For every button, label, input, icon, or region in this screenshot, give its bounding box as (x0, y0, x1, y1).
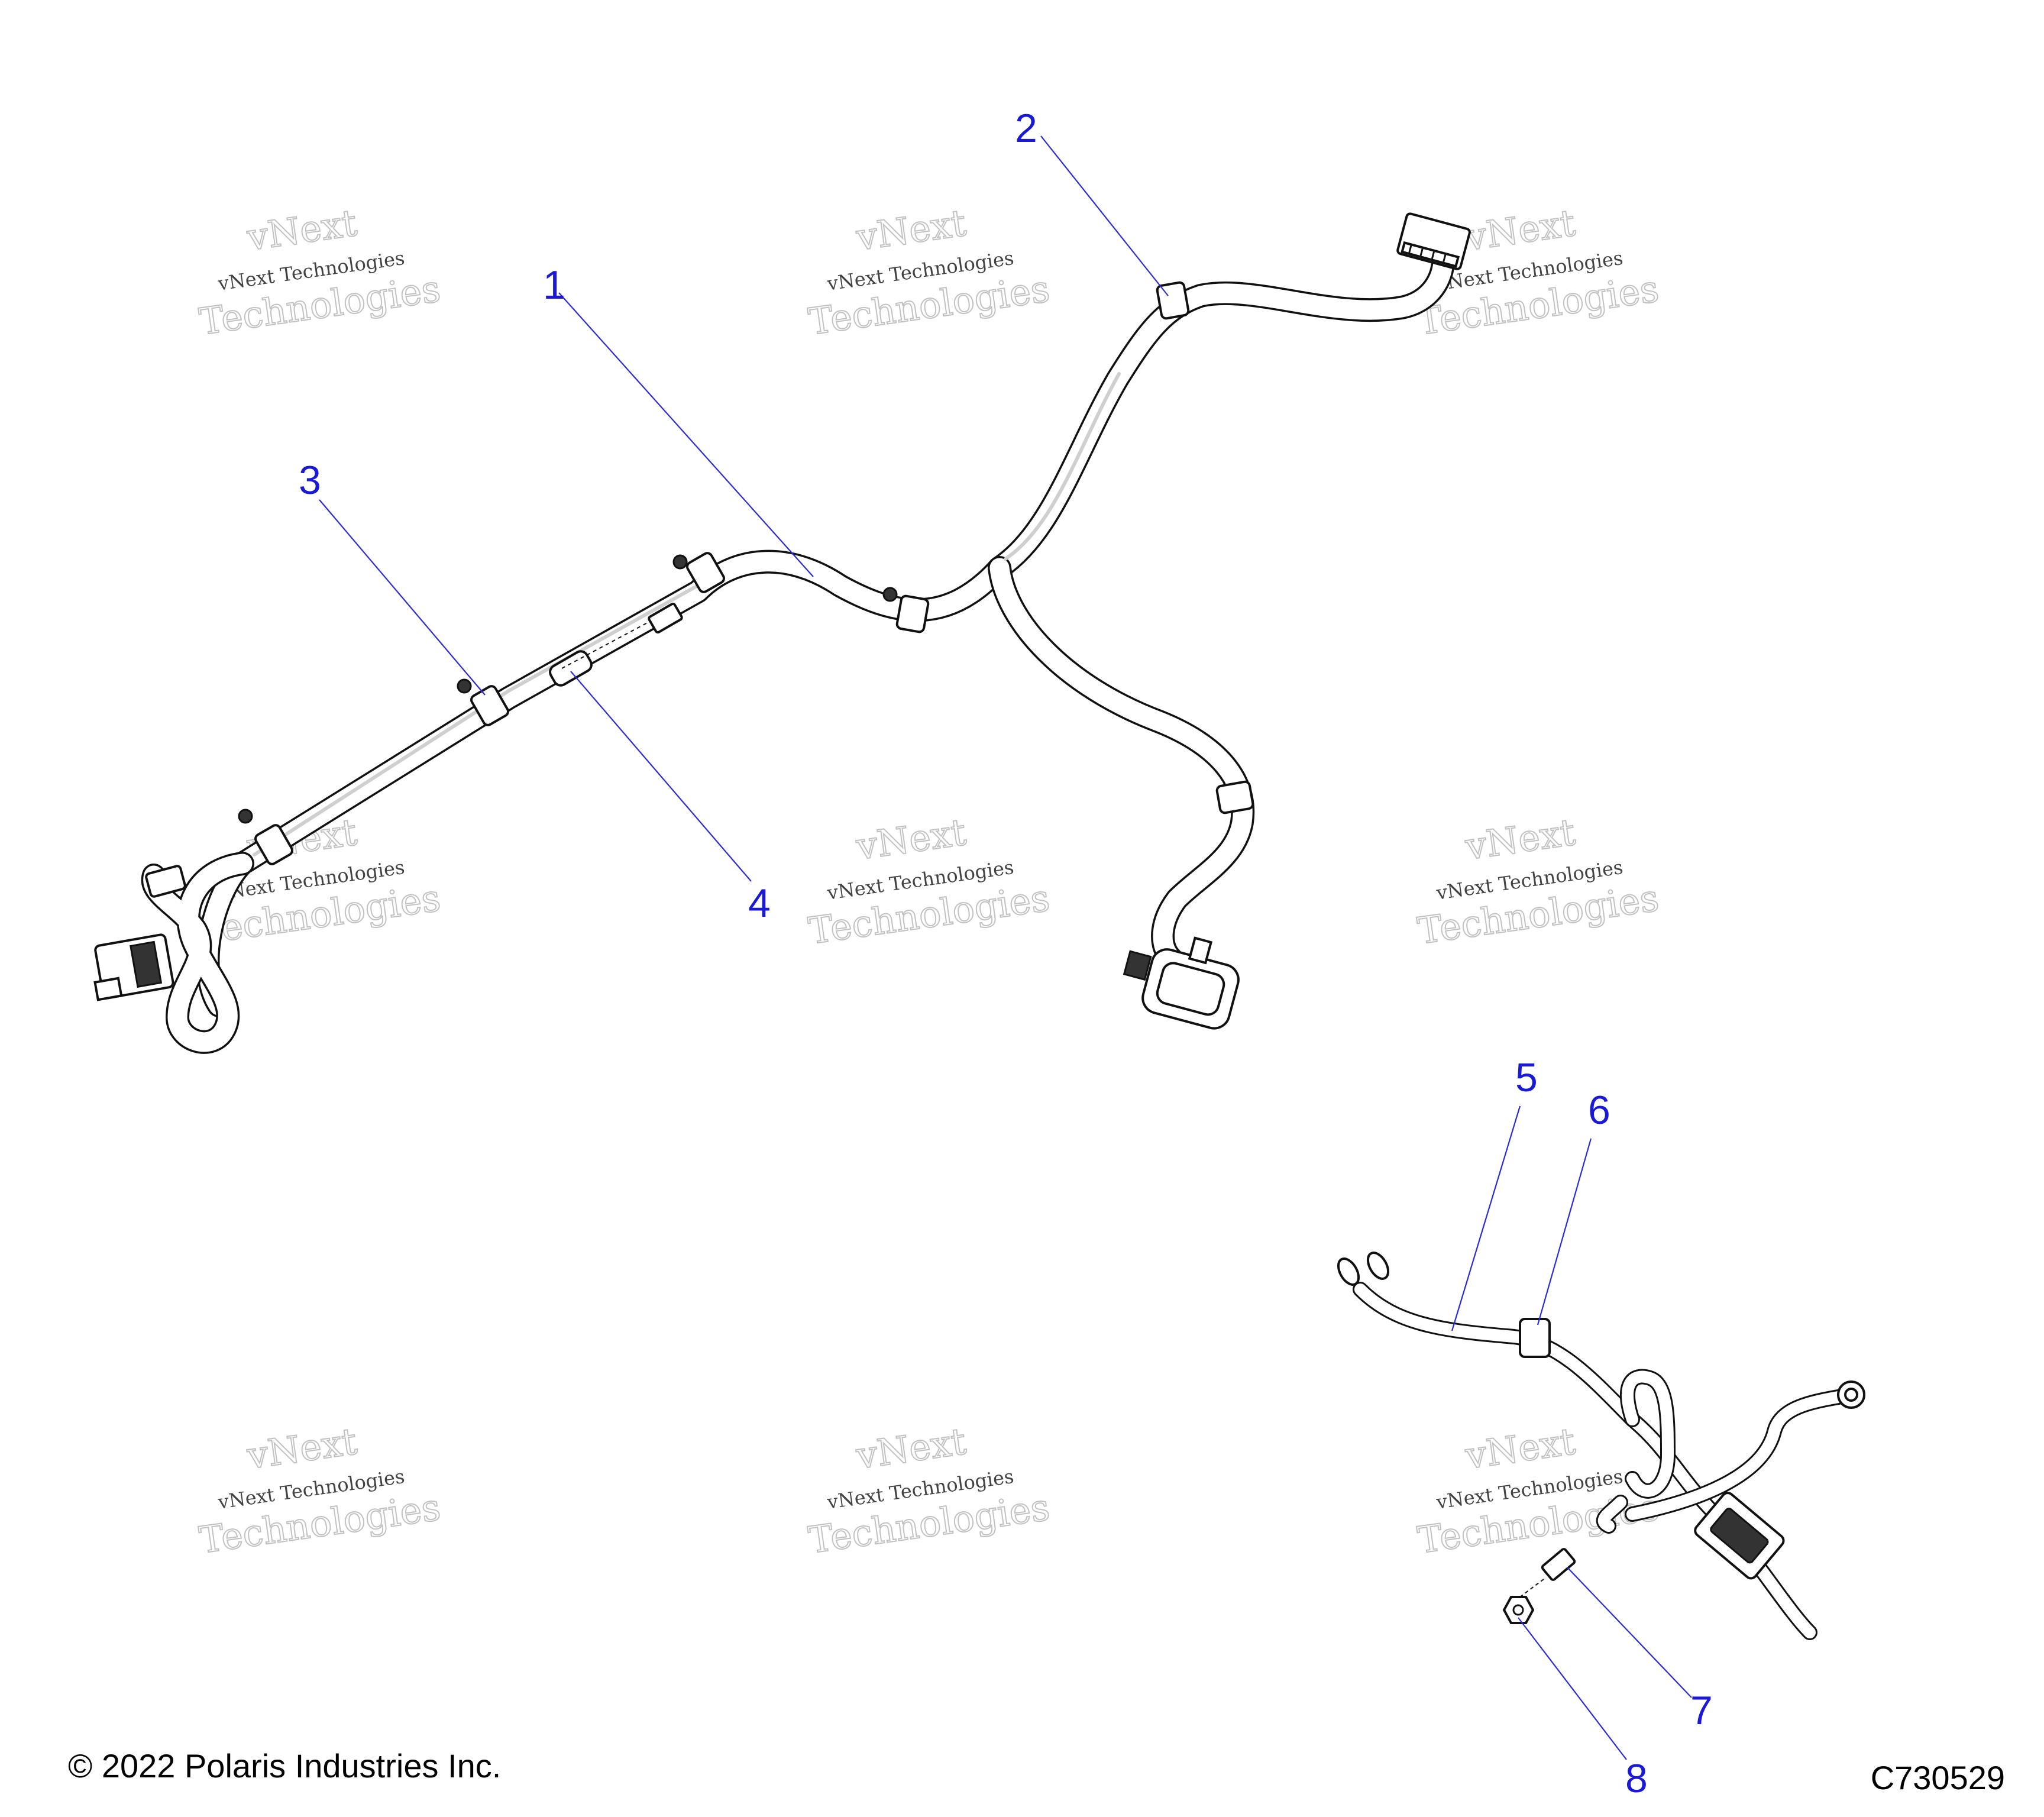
leader-line-8 (1518, 1617, 1627, 1760)
copyright-text: © 2022 Polaris Industries Inc. (68, 1747, 501, 1784)
svg-text:vNext: vNext (244, 1420, 360, 1477)
sub-harness (1337, 1252, 1865, 1640)
harness-clip (686, 552, 725, 593)
push-pin (457, 678, 472, 694)
ring-terminal (1337, 1252, 1390, 1286)
watermark: vNext vNext Technologies Technologies (806, 201, 1053, 344)
watermark: vNext vNext Technologies Technologies (806, 810, 1053, 953)
tape-wrap (561, 620, 651, 669)
assembly-axis (1519, 1579, 1544, 1598)
callout-7: 7 (1690, 1688, 1713, 1733)
harness-clip (1215, 780, 1254, 814)
callout-6: 6 (1588, 1088, 1610, 1133)
callout-3: 3 (299, 458, 321, 503)
svg-text:vNext: vNext (1463, 810, 1578, 868)
ring-terminal-hole (1844, 1388, 1858, 1402)
inline-connector (648, 602, 683, 634)
leader-line-1 (558, 292, 814, 577)
connector-bottom-right (1123, 936, 1240, 1030)
harness-clip (145, 865, 186, 898)
svg-text:vNext: vNext (1463, 201, 1578, 259)
fastener-bolt (1541, 1548, 1576, 1581)
drawing-id: C730529 (1871, 1759, 2005, 1796)
main-harness (93, 212, 1471, 1054)
connector-left (93, 933, 174, 1001)
callout-8: 8 (1625, 1756, 1648, 1801)
push-pin (882, 587, 898, 602)
watermark: vNext vNext Technologies Technologies (196, 1419, 444, 1563)
svg-text:vNext: vNext (853, 201, 969, 259)
callout-1: 1 (543, 263, 565, 308)
leader-line-3 (319, 499, 486, 696)
connector-top-right (1396, 212, 1471, 270)
leader-line-6 (1537, 1138, 1592, 1325)
leader-line-7 (1567, 1567, 1692, 1698)
harness-clip (1519, 1318, 1551, 1358)
watermark: vNext vNext Technologies Technologies (1415, 1419, 1662, 1563)
callout-2: 2 (1015, 106, 1037, 151)
callout-5: 5 (1515, 1055, 1538, 1100)
svg-text:vNext: vNext (244, 201, 360, 259)
watermark: vNext vNext Technologies Technologies (1415, 201, 1662, 344)
watermark: vNext vNext Technologies Technologies (806, 1419, 1053, 1563)
callouts: 1 2 3 4 5 6 7 8 (299, 106, 1713, 1801)
leader-line-2 (1040, 135, 1169, 296)
watermark: vNext vNext Technologies Technologies (196, 201, 444, 344)
hex-nut-hole (1512, 1604, 1524, 1616)
watermark-layer: vNext vNext Technologies Technologies vN… (196, 201, 1662, 1563)
push-pin (238, 809, 253, 824)
watermark: vNext vNext Technologies Technologies (1415, 810, 1662, 953)
svg-text:vNext: vNext (853, 1420, 969, 1477)
sub-connector (1694, 1492, 1785, 1580)
push-pin (672, 554, 688, 570)
svg-text:vNext: vNext (1463, 1420, 1578, 1477)
harness-clip (895, 594, 930, 633)
harness-clip (254, 824, 293, 865)
leader-lines (319, 135, 1692, 1760)
leader-line-4 (570, 671, 752, 882)
svg-text:vNext: vNext (853, 810, 969, 868)
callout-4: 4 (748, 881, 771, 926)
leader-line-5 (1451, 1105, 1521, 1331)
